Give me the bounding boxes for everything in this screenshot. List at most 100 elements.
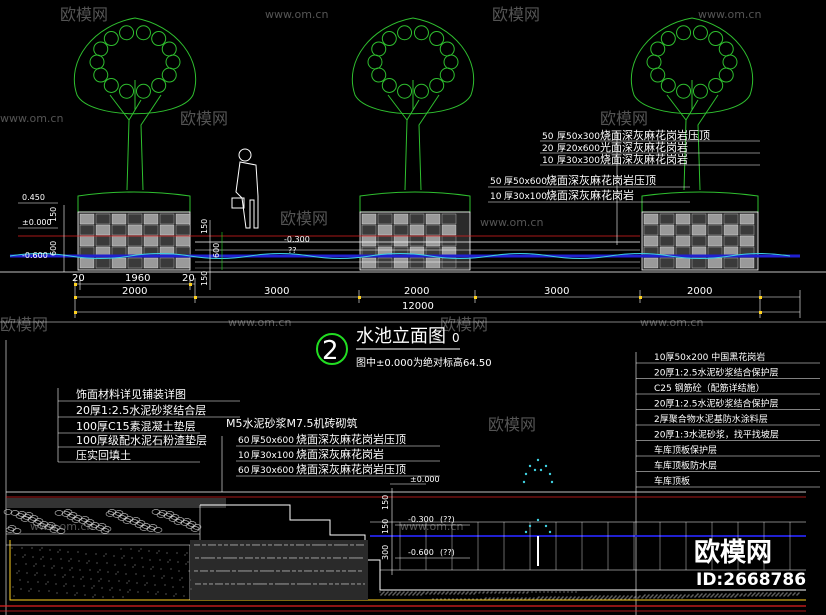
callout-mid-spec-2: 厚30x100 bbox=[504, 191, 547, 202]
frame bbox=[0, 321, 826, 615]
right-callout-line: 车库顶板 bbox=[654, 475, 690, 487]
concrete-fill bbox=[11, 544, 800, 600]
watermark-brand: 欧模网 bbox=[0, 315, 48, 334]
watermark-brand: 欧模网 bbox=[600, 109, 648, 128]
level-water-qq: ?? bbox=[288, 246, 297, 255]
callout-mid-num-2: 10 bbox=[490, 192, 502, 202]
left-callout-5: 压实回填土 bbox=[76, 448, 131, 462]
mid-callout-spec-2: 厚30x100 bbox=[251, 450, 294, 461]
watermark-brand: 欧模网 bbox=[440, 315, 488, 334]
blevel-mid: -0.300 bbox=[408, 515, 434, 524]
vdim-600-a: 600 bbox=[49, 241, 58, 256]
mid-callout-num-2: 10 bbox=[238, 451, 250, 461]
left-callout-4: 100厚级配水泥石粉渣垫层 bbox=[76, 433, 207, 447]
right-callout-line: 车库顶板保护层 bbox=[654, 444, 717, 456]
watermark-site: www.om.cn bbox=[30, 520, 93, 533]
bvdim-150-a: 150 bbox=[381, 495, 390, 510]
mid-callout-spec-3: 厚30x600 bbox=[251, 465, 294, 476]
planter bbox=[641, 191, 759, 271]
dim-12000: 12000 bbox=[402, 301, 434, 312]
left-callout-extra: M5水泥砂浆M7.5机砖砌筑 bbox=[226, 416, 357, 430]
right-callout-line: 10厚50x200 中国黑花岗岩 bbox=[654, 351, 765, 363]
callout-right-num-3: 10 bbox=[542, 156, 554, 166]
planters bbox=[77, 191, 759, 271]
callout-mid: 50 厚50x600 烧面深灰麻花岗岩压顶 10 厚30x100 烧面深灰麻花岗… bbox=[488, 173, 690, 203]
watermark-id: ID:2668786 bbox=[696, 570, 806, 590]
top-elevation: 0.450 ±0.000 -0.600 -0.300 ?? 150 600 15… bbox=[0, 17, 826, 318]
dim-3000-b: 3000 bbox=[544, 286, 569, 297]
callout-right-spec-3: 厚30x300 bbox=[557, 155, 600, 166]
blevel-top: ±0.000 bbox=[410, 475, 440, 484]
mid-callout-num-3: 60 bbox=[238, 466, 250, 476]
title-number: 2 bbox=[322, 336, 339, 366]
drawing-title: 2 水池立面图 0 图中±0.000为绝对标高64.50 bbox=[316, 326, 492, 369]
bvdim-300: 300 bbox=[381, 545, 390, 560]
bottom-section: 饰面材料详见铺装详图 20厚1:2.5水泥砂浆结合层 100厚C15素混凝土垫层… bbox=[0, 351, 820, 615]
mid-callout-num-1: 60 bbox=[238, 436, 250, 446]
blevel-low-q: (??) bbox=[440, 548, 455, 557]
mid-callout-text-1: 烧面深灰麻花岗岩压顶 bbox=[296, 432, 406, 446]
callout-right-text-3: 烧面深灰麻花岗岩 bbox=[600, 152, 688, 166]
vdim-150-c: 150 bbox=[200, 271, 209, 286]
gravel-layer bbox=[3, 509, 202, 534]
callout-mid-text-2: 烧面深灰麻花岗岩 bbox=[546, 188, 634, 202]
blevel-low: -0.600 bbox=[408, 548, 434, 557]
level-water-mid: -0.300 bbox=[284, 235, 310, 244]
dim-20-a: 20 bbox=[72, 273, 85, 284]
dim-texts: 20 1960 20 2000 3000 2000 3000 2000 1200… bbox=[72, 273, 712, 312]
watermark-site: www.om.cn bbox=[480, 216, 543, 229]
right-callout-line: 2厚聚合物水泥基防水涂料层 bbox=[654, 413, 768, 425]
mid-callout-spec-1: 厚50x600 bbox=[251, 435, 294, 446]
level-0450: 0.450 bbox=[22, 193, 45, 202]
watermark-site: www.om.cn bbox=[0, 112, 63, 125]
pool-wall bbox=[200, 504, 806, 591]
watermark-brand: 欧模网 bbox=[180, 109, 228, 128]
vertical-dims: 150 600 150 600 150 bbox=[49, 205, 223, 290]
blevel-mid-q: (??) bbox=[440, 515, 455, 524]
dim-2000-c: 2000 bbox=[687, 286, 712, 297]
watermark-brand: 欧模网 bbox=[60, 5, 108, 24]
left-callout-1: 饰面材料详见铺装详图 bbox=[76, 387, 186, 401]
title-note: 图中±0.000为绝对标高64.50 bbox=[356, 356, 492, 369]
watermark-brand-large: 欧模网 bbox=[694, 537, 772, 568]
tree bbox=[630, 17, 754, 191]
watermark-brand: 欧模网 bbox=[280, 209, 328, 228]
fountain-jet bbox=[522, 458, 554, 566]
tree bbox=[73, 17, 197, 191]
callout-mid-num-1: 50 bbox=[490, 177, 502, 187]
bottom-levels: ±0.000 -0.300 (??) -0.600 (??) 150 150 3… bbox=[381, 475, 470, 575]
callout-right-num-2: 20 bbox=[542, 144, 554, 154]
level-zero: ±0.000 bbox=[22, 218, 52, 227]
bvdim-150-b: 150 bbox=[381, 519, 390, 534]
planter bbox=[77, 191, 191, 271]
vdim-150-b: 150 bbox=[200, 219, 209, 234]
pool-tiles bbox=[399, 522, 791, 570]
level-markers-left: 0.450 ±0.000 -0.600 -0.300 ?? bbox=[18, 193, 310, 260]
watermark-site: www.om.cn bbox=[265, 8, 328, 21]
callout-right-spec-2: 厚20x600 bbox=[557, 143, 600, 154]
horizontal-dims bbox=[74, 278, 801, 318]
dim-3000-a: 3000 bbox=[264, 286, 289, 297]
watermark-brand: 欧模网 bbox=[488, 415, 536, 434]
planter bbox=[359, 191, 471, 271]
dim-1960: 1960 bbox=[125, 273, 150, 284]
vdim-600-b: 600 bbox=[212, 243, 221, 258]
level-water-left: -0.600 bbox=[22, 251, 48, 260]
mid-callout-text-3: 烧面深灰麻花岗岩压顶 bbox=[296, 462, 406, 476]
tree bbox=[351, 17, 475, 191]
callout-mid-text-1: 烧面深灰麻花岗岩压顶 bbox=[546, 173, 656, 187]
callout-right-text-2: 光面深灰麻花岗岩 bbox=[600, 140, 688, 154]
right-callout-line: 20厚1:2.5水泥砂浆结合保护层 bbox=[654, 367, 779, 379]
person-figure bbox=[231, 148, 259, 229]
callout-right-spec-1: 厚50x300 bbox=[557, 131, 600, 142]
watermark-brand: 欧模网 bbox=[492, 5, 540, 24]
callout-right-text-1: 烧面深灰麻花岗岩压顶 bbox=[600, 128, 710, 142]
watermark-site: www.om.cn bbox=[640, 316, 703, 329]
title-main: 水池立面图 bbox=[356, 326, 446, 347]
callout-right-num-1: 50 bbox=[542, 132, 554, 142]
mid-callout-text-2: 烧面深灰麻花岗岩 bbox=[296, 447, 384, 461]
watermarks: 欧模网 www.om.cn 欧模网 www.om.cn www.om.cn 欧模… bbox=[0, 5, 806, 590]
left-callout-3: 100厚C15素混凝土垫层 bbox=[76, 419, 196, 433]
